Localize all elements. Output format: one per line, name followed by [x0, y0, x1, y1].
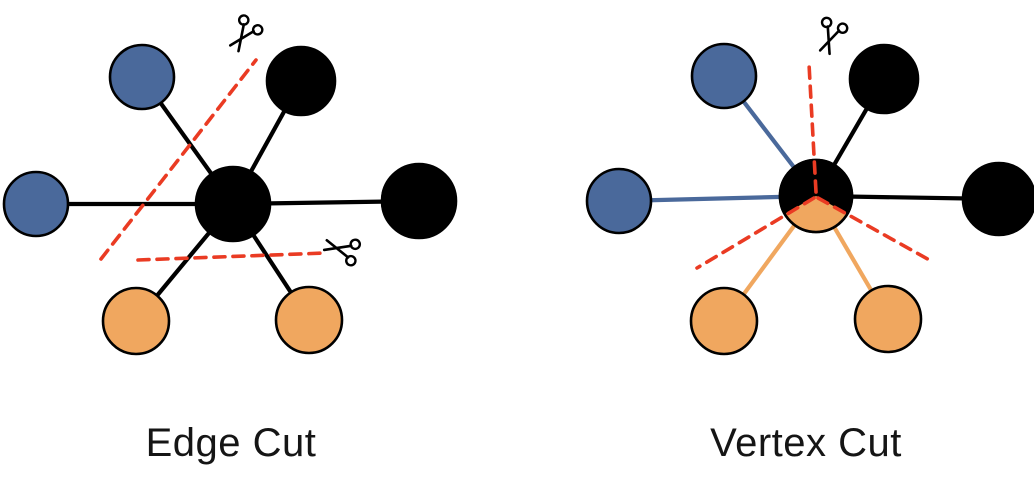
vertex-orange — [853, 284, 923, 354]
edge-cut-label: Edge Cut — [146, 421, 317, 465]
cut-line — [695, 196, 816, 270]
vertex-cut-diagram — [585, 16, 1034, 356]
vertex-blue — [2, 170, 70, 238]
vertex-orange — [101, 286, 171, 356]
scissors-icon — [229, 14, 264, 53]
vertex-blue — [585, 167, 653, 235]
vertex-blue — [108, 43, 176, 111]
vertex-blue — [690, 42, 758, 110]
vertex-black — [848, 43, 920, 115]
vertex-orange — [689, 286, 759, 356]
cut-line — [99, 58, 258, 261]
center-vertex-wedge-orange — [784, 196, 848, 233]
cut-line — [807, 62, 818, 194]
vertex-cut-label: Vertex Cut — [710, 421, 902, 465]
scissors-icon — [818, 16, 849, 56]
center-vertex-outline — [778, 158, 854, 234]
center-vertex — [194, 165, 272, 243]
vertex-black — [961, 161, 1034, 237]
cut-line — [136, 251, 328, 262]
edge-cut-diagram — [2, 14, 458, 356]
cut-line — [816, 196, 935, 264]
vertex-black — [265, 45, 337, 117]
scissors-icon — [322, 238, 362, 267]
vertex-orange — [274, 285, 344, 355]
vertex-black — [380, 162, 458, 240]
